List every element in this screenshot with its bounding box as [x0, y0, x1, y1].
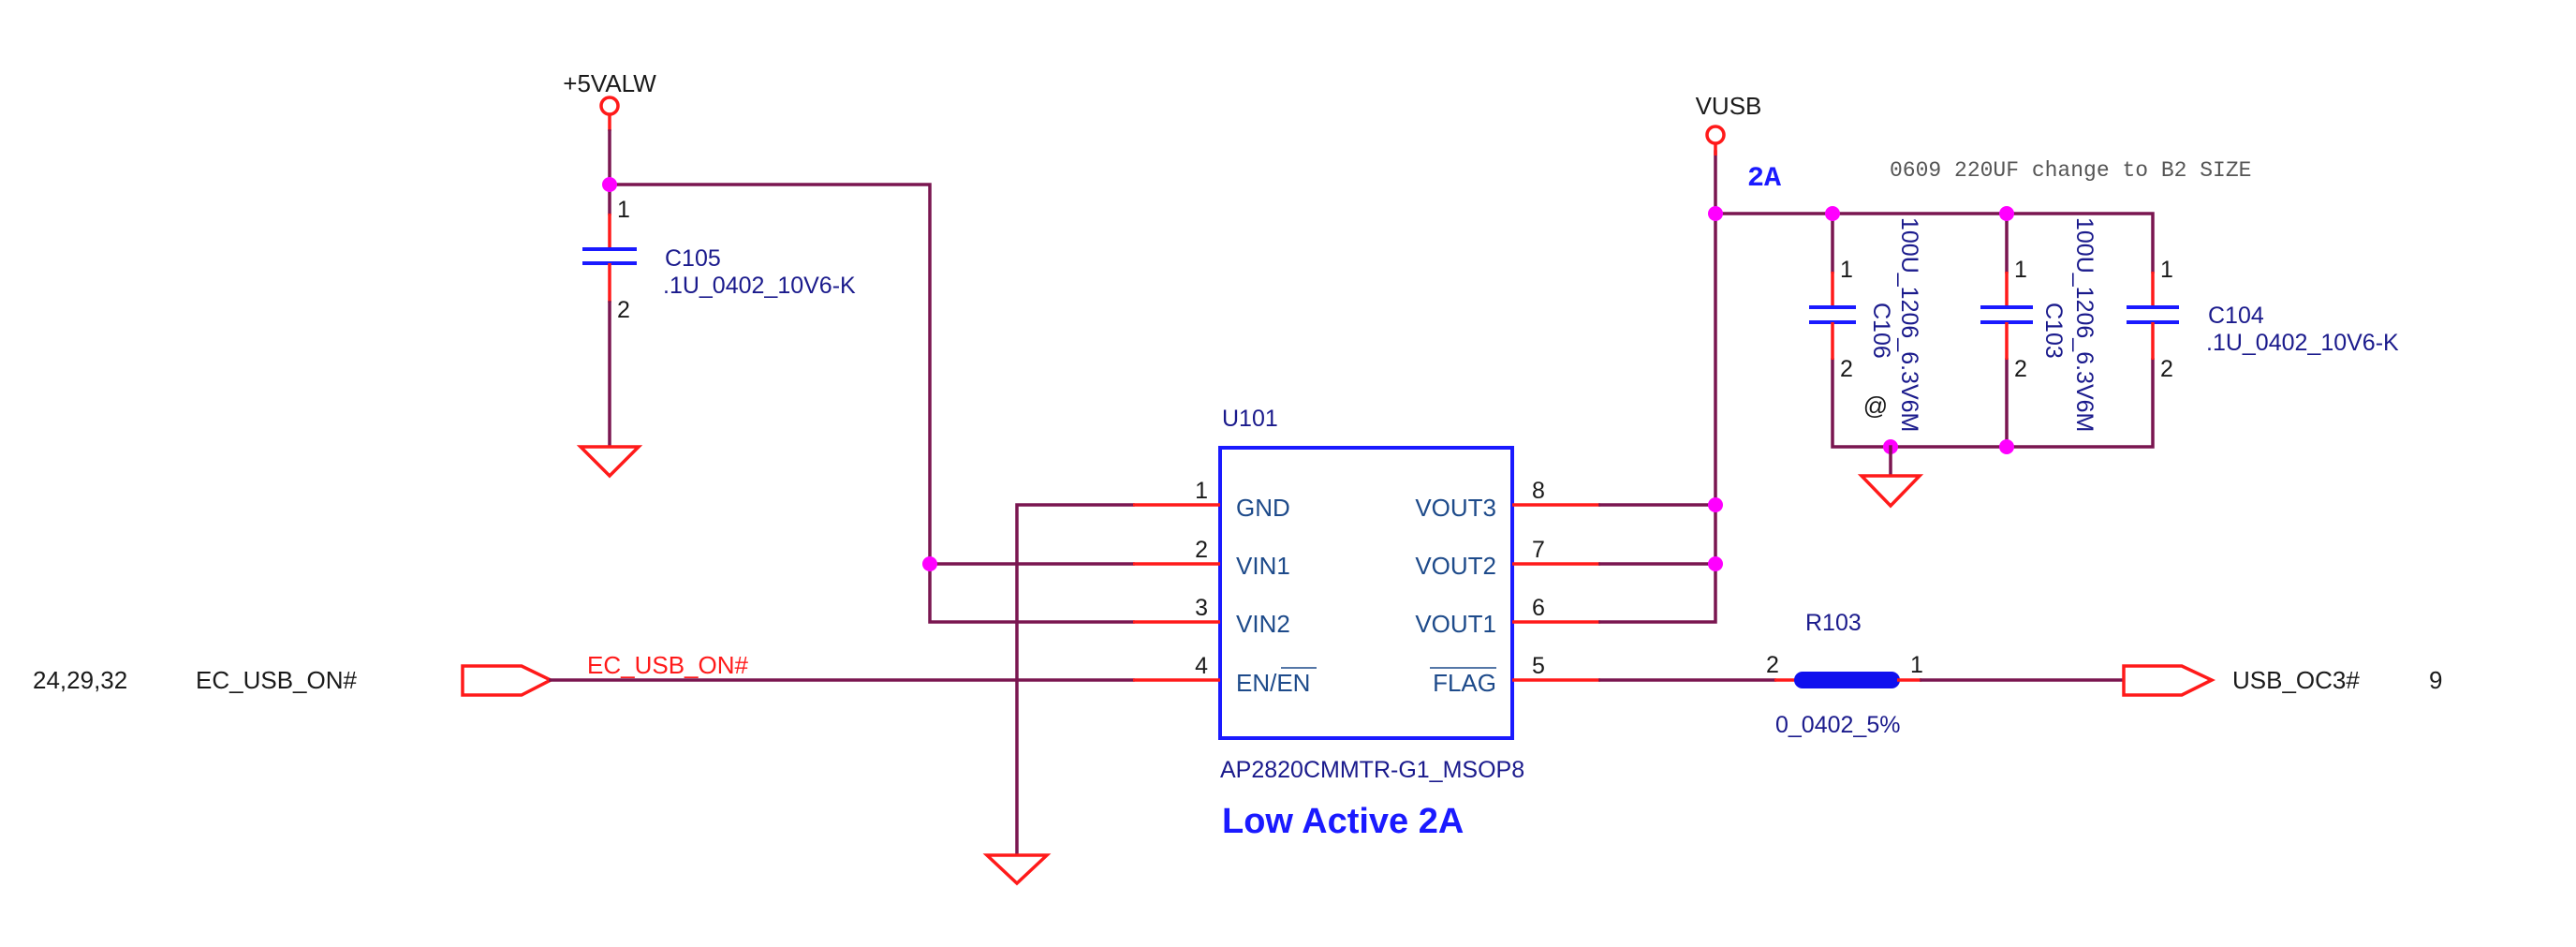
u101-ref: U101 — [1222, 406, 1278, 432]
c104-pin1-number: 1 — [2160, 257, 2173, 283]
ic-u101[interactable]: U101 1 2 3 4 GND VIN1 VIN2 EN/EN 8 7 6 5… — [1133, 406, 1600, 841]
c104-value: .1U_0402_10V6-K — [2206, 330, 2399, 356]
junction-dot — [1708, 206, 1723, 221]
offpage-ec-usb-on[interactable]: 24,29,32 EC_USB_ON# — [33, 664, 554, 697]
pin-number: 5 — [1532, 653, 1545, 679]
r103-pin1-number: 1 — [1910, 652, 1923, 678]
r103-value: 0_0402_5% — [1775, 712, 1900, 738]
offpage-connector-icon[interactable] — [2122, 664, 2216, 697]
pin-number: 8 — [1532, 478, 1545, 504]
junction-dot — [1708, 556, 1723, 571]
capacitor-c104[interactable]: 1 2 C104 .1U_0402_10V6-K — [2127, 257, 2399, 382]
c105-value: .1U_0402_10V6-K — [663, 273, 856, 299]
offpage-connector-icon[interactable] — [461, 664, 554, 697]
c103-pin2-number: 2 — [2014, 356, 2027, 382]
r103-pin2-number: 2 — [1766, 652, 1779, 678]
pin-name-vout2: VOUT2 — [1415, 552, 1496, 580]
c105-pin2-number: 2 — [617, 297, 630, 323]
offpage-refs: 24,29,32 — [33, 666, 127, 694]
pin-name-vin1: VIN1 — [1236, 552, 1290, 580]
c103-pin1-number: 1 — [2014, 257, 2027, 283]
pin-name-en: EN/EN — [1236, 669, 1310, 697]
offpage-name: USB_OC3# — [2232, 666, 2360, 694]
pin-name-flag: FLAG — [1433, 669, 1496, 697]
pin-number: 1 — [1195, 478, 1208, 504]
ground-icon-vusb-caps — [1857, 474, 1924, 509]
pin-name-vout3: VOUT3 — [1415, 494, 1496, 522]
u101-part-number: AP2820CMMTR-G1_MSOP8 — [1220, 757, 1524, 783]
u101-note: Low Active 2A — [1222, 802, 1464, 841]
power-port-icon[interactable] — [1705, 125, 1726, 145]
vusb-current-label: 2A — [1747, 163, 1781, 195]
c104-pin2-number: 2 — [2160, 356, 2173, 382]
wire-u101-gnd[interactable] — [1015, 503, 1135, 857]
ground-icon-u101 — [982, 853, 1052, 886]
capacitor-c106[interactable]: 1 2 C106 100U_1206_6.3V6M @ — [1809, 217, 1922, 432]
pin-number: 2 — [1195, 537, 1208, 563]
wire-vusb-main[interactable] — [1598, 150, 1717, 624]
r103-ref: R103 — [1805, 610, 1862, 636]
junction-dot — [602, 177, 617, 192]
wire-gnd-bottom-rail[interactable] — [1831, 358, 2155, 449]
power-vusb: VUSB 2A — [1696, 92, 1781, 195]
c104-ref: C104 — [2208, 303, 2264, 329]
junction-dot — [922, 556, 937, 571]
resistor-r103[interactable]: R103 2 1 0_0402_5% — [1766, 610, 1923, 738]
design-note: 0609 220UF change to B2 SIZE — [1890, 158, 2251, 183]
pin-name-vout1: VOUT1 — [1415, 610, 1496, 638]
pin-number: 3 — [1195, 595, 1208, 621]
pin-name-gnd: GND — [1236, 494, 1290, 522]
junction-dot — [1708, 497, 1723, 512]
c105-pin1-number: 1 — [617, 197, 630, 223]
offpage-usb-oc3[interactable]: USB_OC3# 9 — [2122, 664, 2442, 697]
wire-vusb-top-rail[interactable] — [1714, 212, 2155, 274]
power-label-5valw: +5VALW — [563, 69, 656, 97]
net-label-ec-usb-on: EC_USB_ON# — [587, 651, 748, 679]
capacitor-c103[interactable]: 1 2 C103 100U_1206_6.3V6M — [1980, 217, 2098, 432]
c106-marker: @ — [1863, 392, 1888, 420]
ground-icon-c105 — [576, 445, 643, 479]
power-label-vusb: VUSB — [1696, 92, 1762, 120]
pin-name-vin2: VIN2 — [1236, 610, 1290, 638]
pin-number: 7 — [1532, 537, 1545, 563]
capacitor-c105[interactable]: 1 2 C105 .1U_0402_10V6-K — [582, 197, 856, 323]
c105-ref: C105 — [665, 245, 721, 272]
junction-dot — [1825, 206, 1840, 221]
c106-pin2-number: 2 — [1840, 356, 1853, 382]
c106-ref: C106 — [1868, 303, 1894, 359]
c103-ref: C103 — [2040, 303, 2067, 359]
junction-dot — [1999, 206, 2014, 221]
pin-number: 6 — [1532, 595, 1545, 621]
wire-5valw-vin[interactable] — [608, 183, 1135, 624]
power-5valw: +5VALW — [563, 69, 656, 215]
junction-dot — [1999, 439, 2014, 454]
c106-value: 100U_1206_6.3V6M — [1896, 217, 1922, 432]
c106-pin1-number: 1 — [1840, 257, 1853, 283]
offpage-name: EC_USB_ON# — [196, 666, 357, 694]
offpage-refs: 9 — [2429, 666, 2442, 694]
pin-number: 4 — [1195, 653, 1208, 679]
ic-body[interactable] — [1218, 446, 1514, 740]
c103-value: 100U_1206_6.3V6M — [2071, 217, 2098, 432]
power-port-icon[interactable] — [599, 96, 620, 116]
